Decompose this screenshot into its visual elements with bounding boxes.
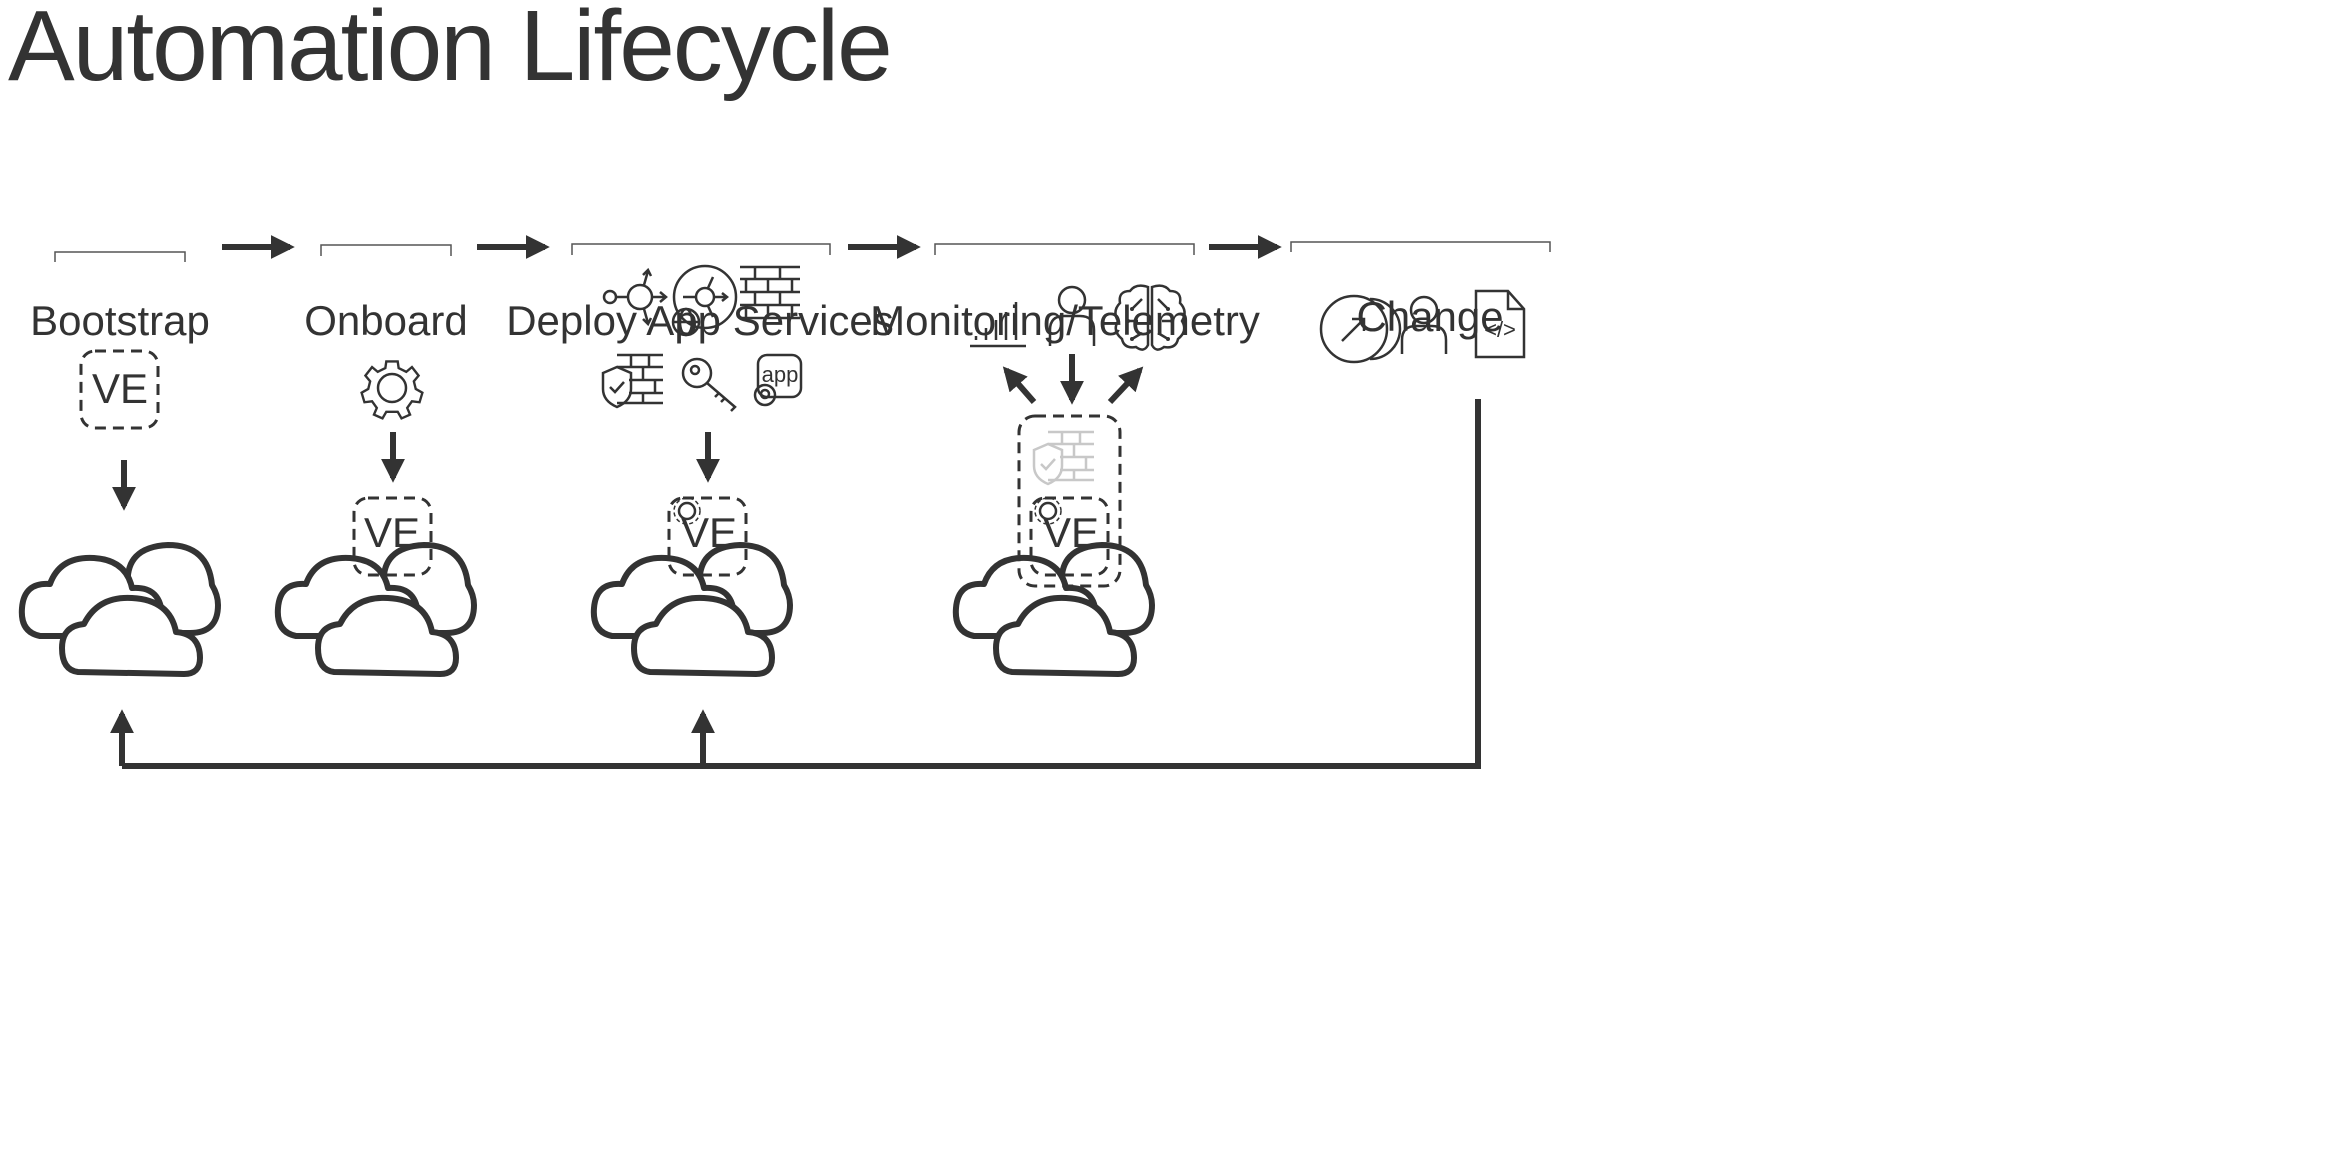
deploy-cloud-icon	[590, 542, 793, 677]
bootstrap-cloud-icon	[18, 542, 221, 677]
secure-firewall-icon	[1032, 430, 1094, 486]
svg-text:VE: VE	[92, 365, 148, 412]
secure-firewall-icon	[601, 353, 663, 409]
firewall-icon	[740, 265, 800, 320]
page-title: Automation Lifecycle	[8, 0, 891, 102]
brain-icon	[1114, 284, 1186, 351]
gear-icon	[360, 360, 424, 420]
bootstrap-ve-box: VE	[79, 349, 160, 430]
code-file-icon: </>	[1474, 289, 1526, 359]
key-icon	[681, 357, 737, 412]
svg-text:VE: VE	[364, 509, 420, 556]
stage-label-onboard: Onboard	[304, 297, 467, 344]
user-icon	[1048, 285, 1096, 346]
deploy-arrow-icon	[1319, 294, 1402, 364]
stage-brackets	[54, 241, 1551, 262]
global-routing-icon	[671, 264, 738, 337]
feedback-loop-arrow	[110, 399, 1481, 769]
stage-label-bootstrap: Bootstrap	[30, 297, 210, 344]
svg-text:VE: VE	[681, 509, 737, 556]
svg-text:</>: </>	[1484, 317, 1516, 342]
monitoring-ve-stack: VE	[1017, 414, 1122, 588]
monitoring-cloud-icon	[952, 542, 1155, 677]
svg-text:VE: VE	[1043, 509, 1099, 556]
bar-chart-icon	[970, 302, 1026, 348]
app-security-icon: app	[753, 353, 803, 407]
routing-icon	[602, 267, 668, 327]
user-icon	[1400, 295, 1448, 354]
onboard-ve-box: VE	[352, 496, 433, 577]
onboard-cloud-icon	[274, 542, 477, 677]
deploy-ve-box: VE	[667, 496, 748, 577]
svg-text:app: app	[762, 362, 799, 387]
telemetry-arrows	[1002, 354, 1144, 405]
stage-label-monitoring-telemetry: Monitoring/Telemetry	[870, 297, 1260, 344]
